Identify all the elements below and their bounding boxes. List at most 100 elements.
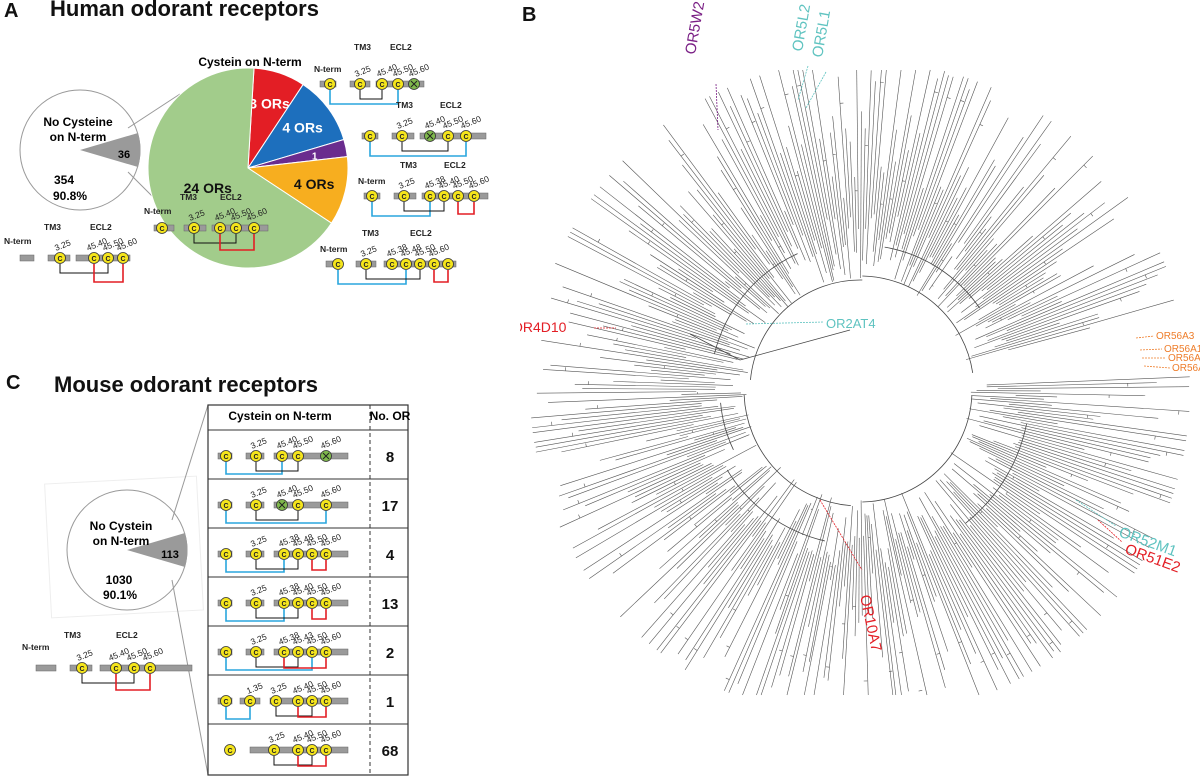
region-label: ECL2: [440, 100, 462, 110]
cysteine-residue: [278, 597, 290, 609]
mouse-connector-bottom: [171, 579, 209, 776]
panel-c-title: Mouse odorant receptors: [54, 372, 319, 397]
tree-arc: [862, 275, 974, 374]
tree-branch: [659, 264, 755, 324]
pie-slice-label: 24 ORs: [184, 180, 232, 196]
tree-branch: [1070, 474, 1073, 478]
tree-branch: [711, 228, 775, 298]
tree-branch: [724, 505, 809, 691]
disulfide-bond: [311, 609, 327, 620]
tree-label-leader: [1139, 348, 1163, 351]
tree-branch: [898, 532, 921, 613]
tree-branch: [947, 235, 1033, 313]
tree-branch: [953, 223, 957, 225]
cysteine-residue: [220, 597, 232, 609]
tree-branch: [894, 70, 945, 258]
tree-branch: [660, 465, 736, 512]
tree-branch: [712, 214, 786, 302]
tree-branch: [977, 493, 1021, 532]
tree-branch: [843, 544, 853, 696]
table-row-count: 2: [386, 645, 394, 662]
tm-segment: [35, 664, 57, 672]
tree-branch: [1005, 493, 1082, 548]
tree-arc: [720, 402, 734, 451]
tree-branch: [934, 202, 937, 205]
region-label: ECL2: [390, 42, 412, 52]
tree-branch: [895, 539, 912, 604]
disulfide-bond: [255, 511, 299, 521]
tree-branch: [670, 297, 745, 334]
tree-branch: [666, 426, 752, 456]
tree-branch: [570, 231, 705, 306]
region-label: N-term: [358, 176, 386, 186]
tree-branch: [678, 220, 779, 314]
cysteine-residue: [270, 695, 282, 707]
tree-branch: [995, 458, 1155, 540]
tree-branch: [651, 229, 654, 233]
tree-branch: [960, 187, 1056, 287]
tree-branch: [950, 452, 1041, 515]
cysteine-letter: C: [323, 748, 328, 755]
tree-branch: [628, 230, 749, 314]
tree-label-leader: [715, 83, 719, 131]
tree-branch: [913, 87, 992, 267]
tree-branch: [934, 91, 939, 94]
region-label: N-term: [22, 642, 50, 652]
tree-branch: [786, 146, 816, 241]
tree-branch: [985, 460, 1040, 492]
tree-branch: [674, 293, 677, 297]
cysteine-letter: C: [403, 262, 408, 269]
tree-branch: [751, 234, 784, 280]
tree-branch: [541, 340, 748, 373]
tree-branch: [873, 69, 887, 215]
region-label: N-term: [4, 236, 32, 246]
tree-branch: [964, 216, 992, 252]
tree-branch: [935, 480, 1062, 631]
tree-branch: [535, 415, 712, 448]
tree-branch: [689, 516, 692, 520]
tree-branch: [728, 502, 812, 693]
tree-leaf-label: OR56A3: [1156, 331, 1195, 342]
tree-branch: [775, 509, 819, 634]
panel-a-figure: No Cysteine on N-term 36 354 90.8% 3 ORs…: [4, 42, 491, 285]
tree-branch: [943, 473, 998, 528]
tree-branch: [979, 124, 984, 127]
tree-branch: [599, 436, 689, 461]
tree-leaf-label: OR10A7: [856, 593, 885, 653]
tree-branch: [691, 220, 694, 223]
tree-branch: [585, 399, 718, 410]
tree-branch: [843, 197, 851, 279]
tree-branch: [740, 530, 767, 570]
tree-branch: [779, 494, 823, 610]
cysteine-residue: [460, 130, 472, 142]
tree-branch: [660, 520, 762, 654]
tree-branch: [648, 517, 754, 645]
tree-branch: [791, 86, 834, 271]
tree-branch: [983, 420, 1149, 463]
tree-branch: [946, 261, 996, 308]
tree-branch: [849, 141, 855, 252]
cysteine-letter: C: [417, 262, 422, 269]
cysteine-letter: C: [309, 552, 314, 559]
tree-arc: [750, 279, 863, 380]
tree-branch: [872, 166, 882, 252]
cysteine-letter: C: [323, 552, 328, 559]
tree-branch: [624, 349, 744, 371]
tree-branch: [921, 514, 999, 670]
disulfide-bond: [359, 90, 383, 100]
tree-branch: [986, 212, 1085, 290]
tree-branch: [733, 248, 781, 301]
disulfide-bond: [225, 658, 313, 671]
tree-branch: [792, 69, 835, 267]
position-label: 3.25: [359, 243, 378, 259]
tree-branch: [885, 69, 916, 239]
tree-branch: [920, 517, 969, 618]
tree-branch: [966, 417, 1085, 450]
disulfide-bond: [193, 234, 237, 244]
tree-branch: [715, 519, 718, 522]
tree-branch: [986, 376, 1190, 386]
tree-branch: [744, 283, 747, 286]
